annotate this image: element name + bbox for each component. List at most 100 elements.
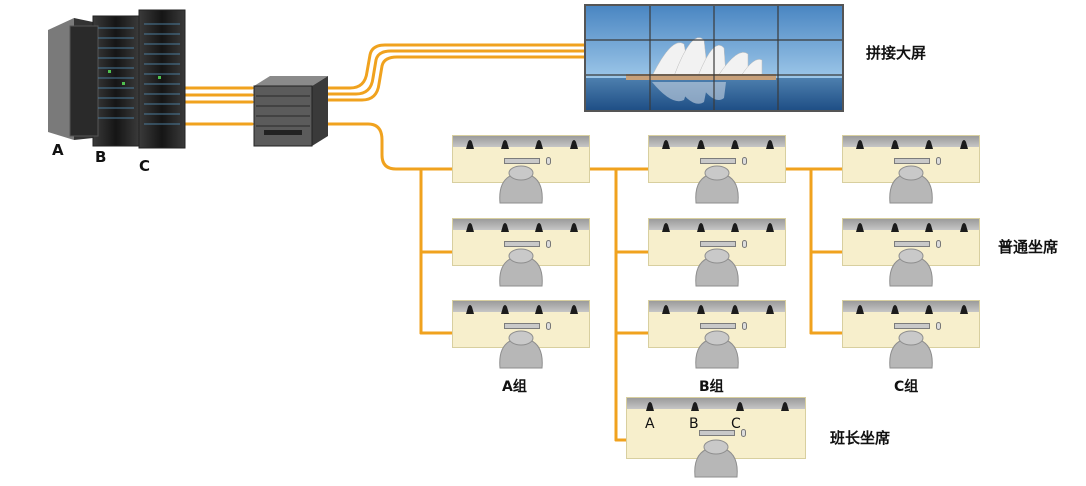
keyboard-icon bbox=[700, 323, 736, 329]
mouse-icon bbox=[546, 157, 551, 165]
mouse-icon bbox=[742, 322, 747, 330]
rack-label-b: B bbox=[95, 148, 107, 166]
operator-chair-icon bbox=[494, 328, 548, 372]
monitor-icon bbox=[854, 300, 866, 314]
operator-chair-icon bbox=[884, 328, 938, 372]
mouse-icon bbox=[546, 240, 551, 248]
monitor-icon bbox=[660, 218, 672, 232]
monitor-icon bbox=[729, 300, 741, 314]
video-wall-icon bbox=[584, 4, 844, 112]
keyboard-icon bbox=[894, 323, 930, 329]
operator-chair-icon bbox=[690, 246, 744, 290]
desk-monitor-strip bbox=[453, 219, 589, 230]
monitor-icon bbox=[660, 300, 672, 314]
keyboard-icon bbox=[700, 241, 736, 247]
desk-monitor-strip bbox=[649, 136, 785, 147]
monitor-icon bbox=[854, 218, 866, 232]
monitor-icon bbox=[854, 135, 866, 149]
kvm-switch-icon bbox=[253, 76, 328, 147]
workstation-desk-icon-group-a-2 bbox=[452, 218, 590, 266]
server-rack-icon bbox=[48, 9, 186, 149]
monitor-icon bbox=[889, 218, 901, 232]
operator-chair-icon bbox=[494, 246, 548, 290]
mouse-icon bbox=[741, 429, 746, 437]
desk-monitor-strip bbox=[843, 136, 979, 147]
keyboard-icon bbox=[504, 241, 540, 247]
mouse-icon bbox=[546, 322, 551, 330]
keyboard-icon bbox=[894, 158, 930, 164]
monitor-icon bbox=[660, 135, 672, 149]
mouse-icon bbox=[936, 157, 941, 165]
mouse-icon bbox=[742, 157, 747, 165]
desk-monitor-strip bbox=[649, 301, 785, 312]
desk-monitor-strip bbox=[843, 301, 979, 312]
supervisor-monitor-label-c: C bbox=[731, 416, 741, 432]
group-label-b: B组 bbox=[699, 379, 724, 395]
monitor-icon bbox=[889, 300, 901, 314]
keyboard-icon bbox=[699, 430, 735, 436]
rack-label-c: C bbox=[139, 157, 151, 175]
monitor-icon bbox=[729, 135, 741, 149]
monitor-icon bbox=[568, 300, 580, 314]
operator-chair-icon bbox=[689, 437, 743, 481]
desk-monitor-strip bbox=[843, 219, 979, 230]
mouse-icon bbox=[936, 322, 941, 330]
monitor-icon bbox=[734, 397, 746, 411]
supervisor-monitor-label-b: B bbox=[689, 416, 699, 432]
monitor-icon bbox=[923, 300, 935, 314]
operator-chair-icon bbox=[884, 163, 938, 207]
operator-chair-icon bbox=[690, 163, 744, 207]
monitor-icon bbox=[958, 218, 970, 232]
rack-label-a: A bbox=[52, 141, 64, 159]
cable-switch-wall-3 bbox=[326, 55, 587, 102]
monitor-icon bbox=[644, 397, 656, 411]
mouse-icon bbox=[936, 240, 941, 248]
workstation-desk-icon-group-a-1 bbox=[452, 135, 590, 183]
mouse-icon bbox=[742, 240, 747, 248]
supervisor-seat-label: 班长坐席 bbox=[830, 429, 891, 447]
operator-chair-icon bbox=[884, 246, 938, 290]
monitor-icon bbox=[764, 135, 776, 149]
monitor-icon bbox=[764, 218, 776, 232]
monitor-icon bbox=[464, 218, 476, 232]
videowall-label: 拼接大屏 bbox=[866, 44, 927, 62]
monitor-icon bbox=[499, 300, 511, 314]
monitor-icon bbox=[533, 300, 545, 314]
monitor-icon bbox=[533, 218, 545, 232]
monitor-icon bbox=[695, 135, 707, 149]
monitor-icon bbox=[729, 218, 741, 232]
keyboard-icon bbox=[700, 158, 736, 164]
monitor-icon bbox=[464, 135, 476, 149]
monitor-icon bbox=[923, 218, 935, 232]
monitor-icon bbox=[464, 300, 476, 314]
monitor-icon bbox=[923, 135, 935, 149]
monitor-icon bbox=[568, 135, 580, 149]
group-label-c: C组 bbox=[894, 379, 919, 395]
monitor-icon bbox=[764, 300, 776, 314]
monitor-icon bbox=[958, 300, 970, 314]
monitor-icon bbox=[695, 300, 707, 314]
desk-monitor-strip bbox=[649, 219, 785, 230]
keyboard-icon bbox=[504, 158, 540, 164]
operator-chair-icon bbox=[690, 328, 744, 372]
operator-chair-icon bbox=[494, 163, 548, 207]
desk-monitor-strip bbox=[627, 398, 805, 409]
cable-switch-seats bbox=[326, 122, 454, 171]
monitor-icon bbox=[689, 397, 701, 411]
monitor-icon bbox=[499, 218, 511, 232]
monitor-icon bbox=[889, 135, 901, 149]
desk-monitor-strip bbox=[453, 136, 589, 147]
monitor-icon bbox=[533, 135, 545, 149]
monitor-icon bbox=[958, 135, 970, 149]
keyboard-icon bbox=[894, 241, 930, 247]
keyboard-icon bbox=[504, 323, 540, 329]
cable-switch-wall-2 bbox=[326, 49, 587, 96]
monitor-icon bbox=[568, 218, 580, 232]
ordinary-seats-label: 普通坐席 bbox=[998, 238, 1059, 256]
cable-switch-wall-1 bbox=[326, 43, 587, 90]
monitor-icon bbox=[695, 218, 707, 232]
desk-monitor-strip bbox=[453, 301, 589, 312]
supervisor-monitor-label-a: A bbox=[645, 416, 655, 432]
